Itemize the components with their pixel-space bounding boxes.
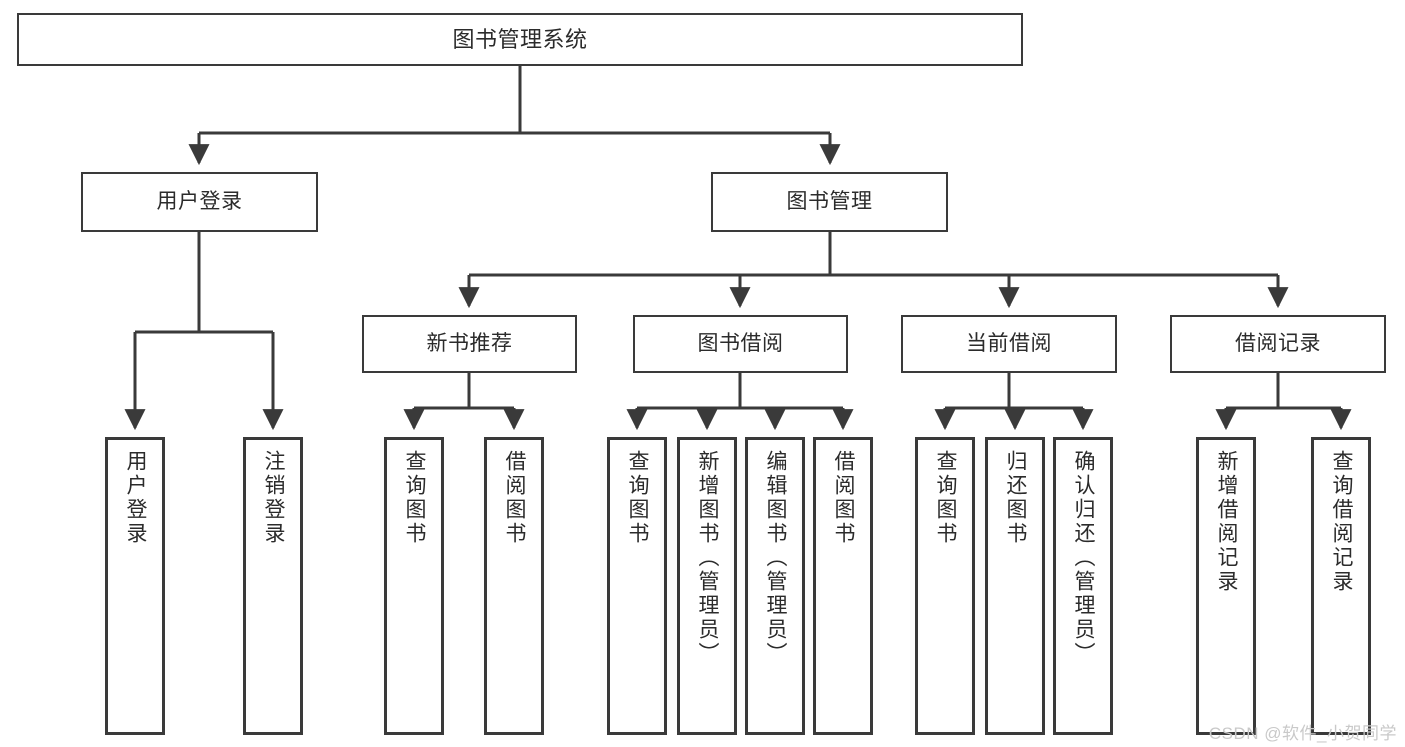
node-label: 用户登录 (123, 450, 147, 546)
node-label: 编辑图书（管理员） (763, 450, 787, 666)
leaf-user-logout[interactable]: 注销登录 (243, 437, 303, 735)
node-label: 借阅记录 (1235, 331, 1321, 355)
node-label: 图书借阅 (697, 331, 784, 355)
leaf-user-login[interactable]: 用户登录 (105, 437, 165, 735)
node-current-borrow[interactable]: 当前借阅 (901, 315, 1117, 373)
node-label: 确认归还（管理员） (1071, 450, 1095, 666)
leaf-confirm-return-admin[interactable]: 确认归还（管理员） (1053, 437, 1113, 735)
node-new-book-recommend[interactable]: 新书推荐 (362, 315, 577, 373)
leaf-query-book-current[interactable]: 查询图书 (915, 437, 975, 735)
leaf-query-book[interactable]: 查询图书 (607, 437, 667, 735)
node-book-borrow[interactable]: 图书借阅 (633, 315, 848, 373)
leaf-borrow-book-recommend[interactable]: 借阅图书 (484, 437, 544, 735)
node-book-management[interactable]: 图书管理 (711, 172, 948, 232)
node-label: 查询图书 (933, 450, 957, 546)
node-label: 图书管理 (786, 189, 873, 213)
node-label: 归还图书 (1003, 450, 1027, 546)
node-label: 新书推荐 (426, 331, 513, 355)
node-label: 注销登录 (261, 450, 285, 546)
node-label: 查询图书 (625, 450, 649, 546)
node-root-system[interactable]: 图书管理系统 (17, 13, 1023, 66)
node-label: 借阅图书 (502, 450, 526, 546)
node-label: 用户登录 (156, 189, 243, 213)
leaf-query-book-recommend[interactable]: 查询图书 (384, 437, 444, 735)
leaf-edit-book-admin[interactable]: 编辑图书（管理员） (745, 437, 805, 735)
node-borrow-record[interactable]: 借阅记录 (1170, 315, 1386, 373)
leaf-query-borrow-record[interactable]: 查询借阅记录 (1311, 437, 1371, 735)
node-label: 查询图书 (402, 450, 426, 546)
node-label: 新增借阅记录 (1214, 450, 1238, 594)
node-label: 当前借阅 (966, 331, 1052, 355)
csdn-watermark: CSDN @软件_小贺同学 (1208, 724, 1397, 743)
leaf-add-book-admin[interactable]: 新增图书（管理员） (677, 437, 737, 735)
node-label: 借阅图书 (831, 450, 855, 546)
node-label: 图书管理系统 (452, 26, 588, 52)
leaf-return-book[interactable]: 归还图书 (985, 437, 1045, 735)
node-label: 新增图书（管理员） (695, 450, 719, 666)
node-user-login[interactable]: 用户登录 (81, 172, 318, 232)
leaf-add-borrow-record[interactable]: 新增借阅记录 (1196, 437, 1256, 735)
node-label: 查询借阅记录 (1329, 450, 1353, 594)
leaf-borrow-book[interactable]: 借阅图书 (813, 437, 873, 735)
